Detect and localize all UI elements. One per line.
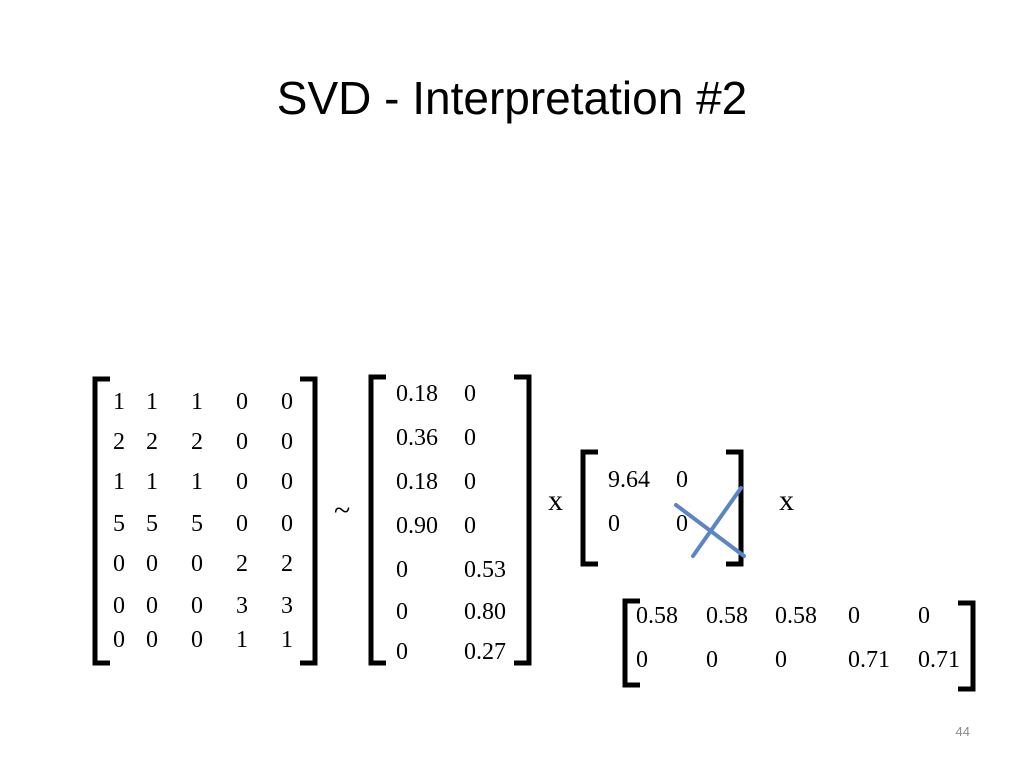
matrix-sigma-right-bracket bbox=[726, 449, 744, 567]
slide-title: SVD - Interpretation #2 bbox=[276, 72, 748, 124]
matrix-u-cell: 0.27 bbox=[464, 639, 506, 665]
matrix-a-right-bracket bbox=[300, 376, 318, 666]
matrix-vt-cell: 0 bbox=[918, 603, 930, 629]
matrix-vt-right-bracket bbox=[958, 600, 976, 692]
matrix-a-cell: 2 bbox=[113, 429, 125, 455]
matrix-a-cell: 0 bbox=[281, 511, 293, 537]
matrix-vt-cell: 0.58 bbox=[706, 603, 748, 629]
matrix-a-cell: 0 bbox=[191, 593, 203, 619]
matrix-a-cell: 0 bbox=[236, 511, 248, 537]
matrix-a-cell: 2 bbox=[146, 429, 158, 455]
matrix-vt-cell: 0 bbox=[775, 647, 787, 673]
matrix-u-left-bracket bbox=[368, 374, 386, 666]
matrix-u-cell: 0 bbox=[396, 639, 408, 665]
matrix-vt-cell: 0.58 bbox=[775, 603, 817, 629]
matrix-u-cell: 0 bbox=[464, 513, 476, 539]
matrix-u-cell: 0.36 bbox=[396, 425, 438, 451]
matrix-vt-cell: 0.71 bbox=[848, 647, 890, 673]
matrix-a-cell: 1 bbox=[236, 627, 248, 653]
matrix-u-cell: 0.53 bbox=[464, 557, 506, 583]
matrix-a-cell: 0 bbox=[281, 389, 293, 415]
matrix-a-cell: 0 bbox=[191, 551, 203, 577]
matrix-a-cell: 0 bbox=[113, 593, 125, 619]
approx-symbol: ~ bbox=[334, 494, 351, 527]
matrix-sigma-cell: 9.64 bbox=[608, 467, 650, 493]
matrix-a-cell: 0 bbox=[236, 429, 248, 455]
times-symbol-1: x bbox=[548, 484, 563, 517]
matrix-u-cell: 0.18 bbox=[396, 381, 438, 407]
matrix-vt-cell: 0 bbox=[706, 647, 718, 673]
matrix-a-cell: 0 bbox=[191, 627, 203, 653]
matrix-a-cell: 1 bbox=[113, 389, 125, 415]
matrix-a-cell: 1 bbox=[146, 389, 158, 415]
matrix-a-cell: 5 bbox=[113, 511, 125, 537]
matrix-a-cell: 0 bbox=[236, 389, 248, 415]
matrix-vt-cell: 0.71 bbox=[918, 647, 960, 673]
matrix-a-cell: 0 bbox=[146, 551, 158, 577]
matrix-vt-cell: 0.58 bbox=[636, 603, 678, 629]
matrix-a-cell: 1 bbox=[146, 469, 158, 495]
matrix-u-cell: 0 bbox=[396, 599, 408, 625]
matrix-sigma-cell: 0 bbox=[676, 511, 688, 537]
matrix-a-cell: 0 bbox=[281, 429, 293, 455]
matrix-a-cell: 1 bbox=[113, 469, 125, 495]
matrix-sigma-left-bracket bbox=[580, 449, 598, 567]
matrix-vt-left-bracket bbox=[622, 598, 640, 688]
matrix-a-cell: 0 bbox=[236, 469, 248, 495]
matrix-u-cell: 0.18 bbox=[396, 469, 438, 495]
matrix-a-cell: 0 bbox=[146, 593, 158, 619]
matrix-u-cell: 0 bbox=[396, 557, 408, 583]
matrix-sigma-cell: 0 bbox=[676, 467, 688, 493]
matrix-a-cell: 3 bbox=[281, 593, 293, 619]
times-symbol-2: x bbox=[779, 484, 794, 517]
matrix-u-cell: 0.80 bbox=[464, 599, 506, 625]
matrix-a-cell: 1 bbox=[191, 389, 203, 415]
matrix-u-cell: 0 bbox=[464, 469, 476, 495]
matrix-a-left-bracket bbox=[92, 376, 110, 666]
matrix-a-cell: 2 bbox=[236, 551, 248, 577]
matrix-vt-cell: 0 bbox=[636, 647, 648, 673]
matrix-vt-cell: 0 bbox=[848, 603, 860, 629]
matrix-a-cell: 0 bbox=[146, 627, 158, 653]
matrix-u-cell: 0.90 bbox=[396, 513, 438, 539]
matrix-a-cell: 2 bbox=[281, 551, 293, 577]
matrix-a-cell: 0 bbox=[113, 627, 125, 653]
matrix-a-cell: 5 bbox=[191, 511, 203, 537]
matrix-u-cell: 0 bbox=[464, 381, 476, 407]
matrix-u-right-bracket bbox=[514, 374, 532, 666]
matrix-a-cell: 0 bbox=[281, 469, 293, 495]
matrix-a-cell: 3 bbox=[236, 593, 248, 619]
matrix-a-cell: 0 bbox=[113, 551, 125, 577]
matrix-u-cell: 0 bbox=[464, 425, 476, 451]
matrix-a-cell: 1 bbox=[191, 469, 203, 495]
matrix-a-cell: 2 bbox=[191, 429, 203, 455]
matrix-a-cell: 5 bbox=[146, 511, 158, 537]
matrix-a-cell: 1 bbox=[281, 627, 293, 653]
matrix-sigma-cell: 0 bbox=[608, 511, 620, 537]
slide-number: 44 bbox=[955, 724, 970, 739]
